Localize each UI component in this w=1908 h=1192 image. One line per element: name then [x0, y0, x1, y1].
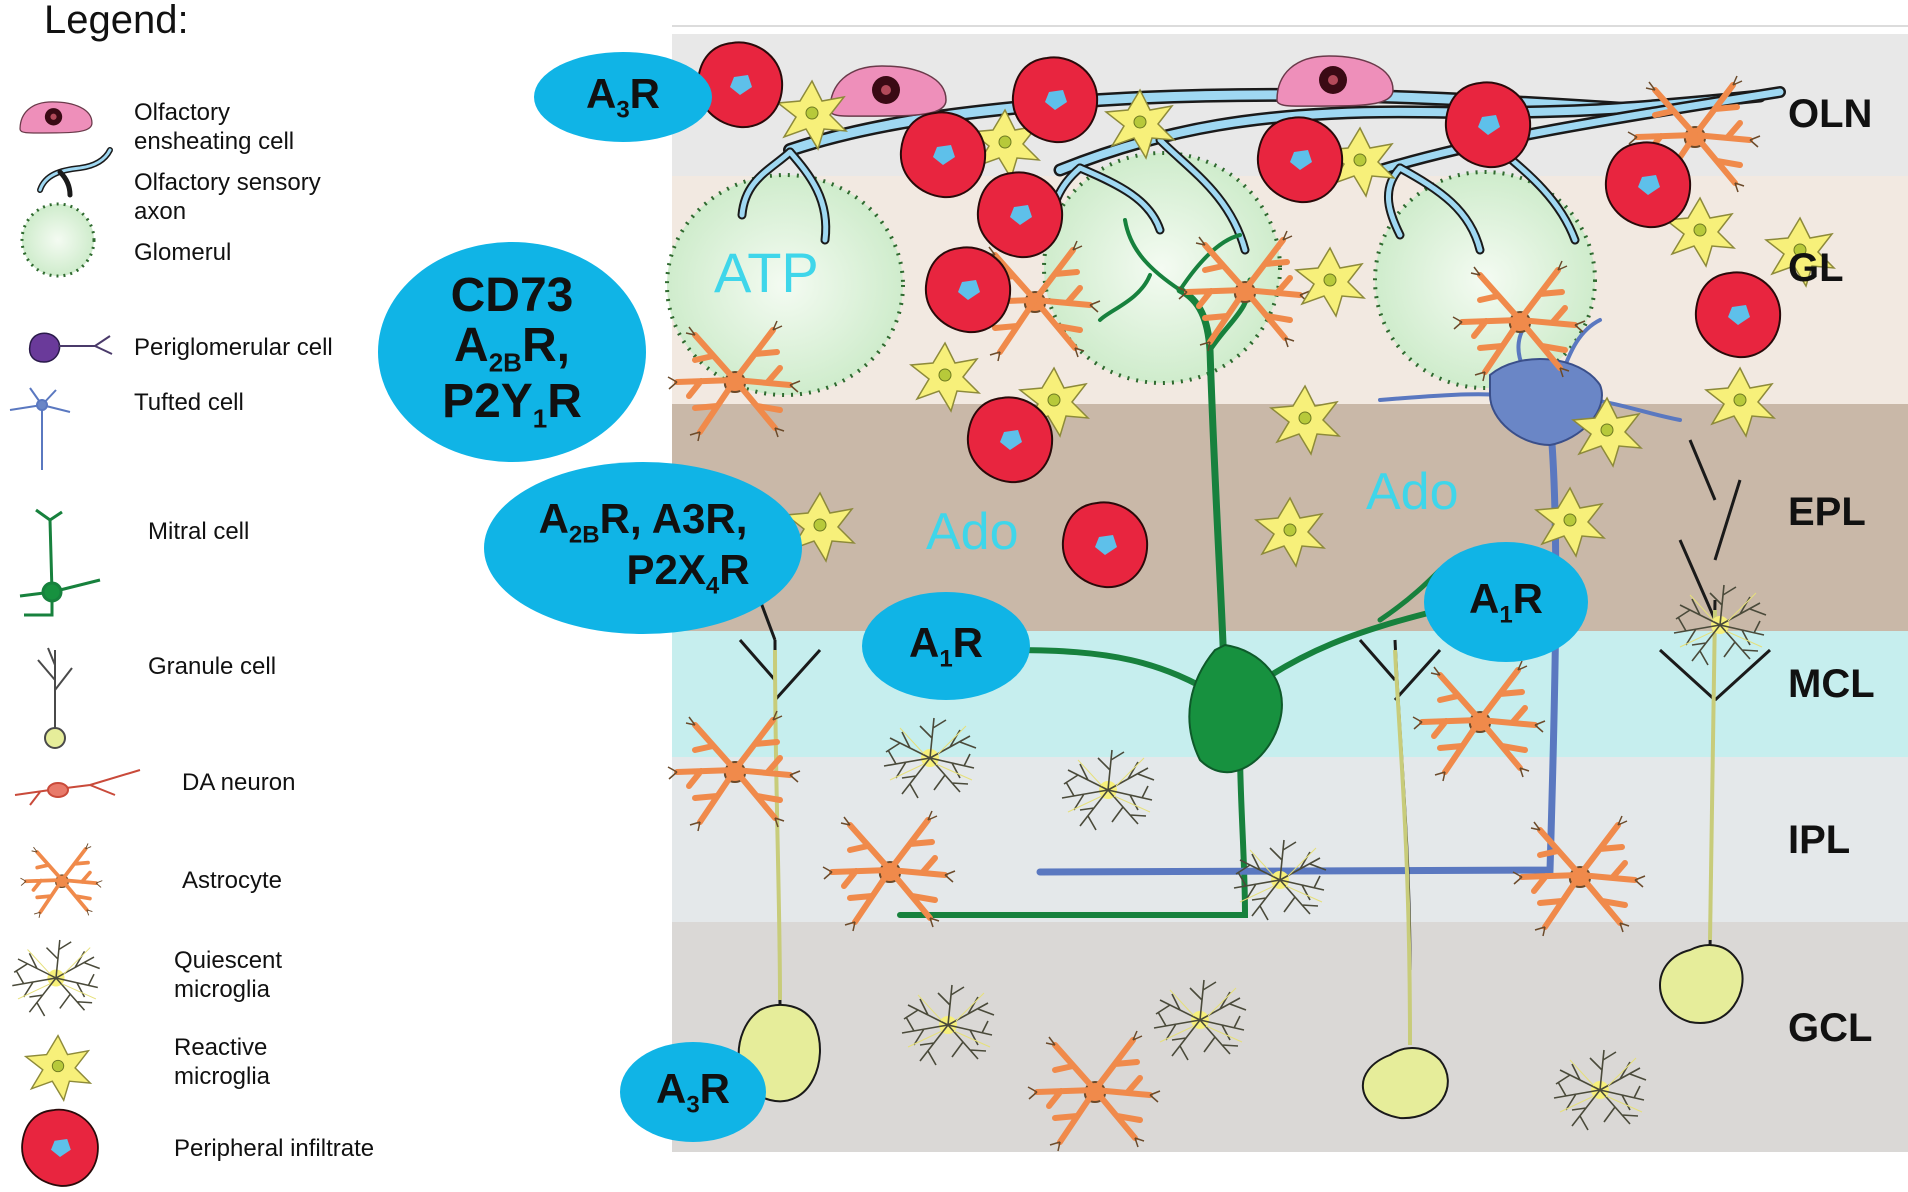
olfactory-sensory-axon-icon — [37, 147, 113, 198]
astrocyte-icon — [18, 841, 105, 920]
legend-label-granule: Granule cell — [148, 653, 277, 680]
granule-cell-icon — [37, 647, 73, 749]
layer-label-gcl: GCL — [1788, 1006, 1873, 1050]
quiescent-microglia-icon — [11, 939, 101, 1017]
atp-label: ATP — [714, 241, 819, 304]
peripheral-infiltrate-icon — [21, 1108, 99, 1187]
layer-label-ipl: IPL — [1788, 818, 1851, 862]
legend-label-mitral: Mitral cell — [148, 518, 250, 545]
layer-label-epl: EPL — [1788, 490, 1866, 534]
glomerulus-1 — [665, 173, 905, 397]
layer-label-gl: GL — [1788, 246, 1844, 290]
glomerulus-2 — [1042, 151, 1282, 385]
legend-label-quiescent-microglia: Quiescent microglia — [174, 947, 283, 1003]
legend-title: Legend: — [44, 0, 189, 42]
legend-label-reactive-microglia: Reactive microglia — [174, 1034, 271, 1090]
legend-label-astrocyte: Astrocyte — [182, 867, 283, 894]
a3r-bubble-bottom: A3R — [620, 1042, 766, 1142]
glomerulus-icon — [20, 202, 96, 278]
periglomerular-cell-icon — [28, 332, 113, 363]
tufted-cell-icon — [9, 387, 71, 470]
layer-label-mcl: MCL — [1788, 662, 1875, 706]
ipl-band — [672, 757, 1908, 922]
legend-label-periglomerular: Periglomerular cell — [134, 334, 333, 361]
cd73-line: CD73 — [450, 268, 574, 322]
a3r-bubble-top: A3R — [534, 52, 712, 142]
reactive-microglia-icon — [24, 1034, 92, 1101]
layer-label-oln: OLN — [1788, 92, 1873, 136]
granule-soma — [1659, 944, 1744, 1025]
legend-label-da-neuron: DA neuron — [182, 769, 296, 796]
a2br-a3r-p2x4r-bubble: A2BR, A3R, P2X4R — [484, 462, 802, 634]
ado-label-left: Ado — [926, 503, 1019, 561]
legend-label-peripheral-infiltrate: Peripheral infiltrate — [174, 1135, 375, 1162]
olfactory-ensheathing-cell-icon — [19, 101, 93, 134]
legend-icons — [9, 101, 141, 1187]
a1r-bubble-right: A1R — [1424, 542, 1588, 662]
mitral-cell-icon — [19, 508, 101, 617]
cd73-receptor-bubble: CD73 A2BR, P2Y1R — [378, 242, 646, 462]
da-neuron-icon — [14, 769, 141, 806]
ado-label-right: Ado — [1366, 463, 1459, 521]
legend-label-glomerulus: Glomerul — [134, 239, 232, 266]
granule-soma — [1362, 1047, 1449, 1120]
legend-label-axon: Olfactory sensory axon — [134, 169, 321, 225]
legend-label-ensheathing: Olfactory ensheating cell — [134, 99, 295, 155]
legend-label-tufted: Tufted cell — [134, 389, 244, 416]
a1r-bubble-left: A1R — [862, 592, 1030, 700]
mitral-cell — [897, 218, 1503, 918]
